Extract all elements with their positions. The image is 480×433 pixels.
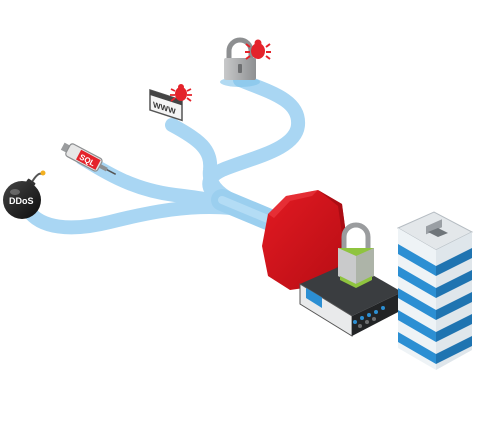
padlock-threat-icon xyxy=(220,37,260,87)
network-appliance-icon xyxy=(299,262,402,337)
server-tower-icon xyxy=(396,211,474,370)
syringe-icon: SQL xyxy=(60,142,117,176)
traffic-streams xyxy=(21,73,305,235)
bug-icon xyxy=(170,84,192,102)
stream-ddos xyxy=(21,199,239,235)
bug-icon xyxy=(245,39,271,60)
stream-padlock xyxy=(202,73,305,205)
bomb-icon: DDoS xyxy=(3,170,46,219)
appliance-padlock-icon xyxy=(338,222,374,288)
browser-window-icon: WWW xyxy=(149,89,183,122)
ddos-label: DDoS xyxy=(9,196,34,206)
